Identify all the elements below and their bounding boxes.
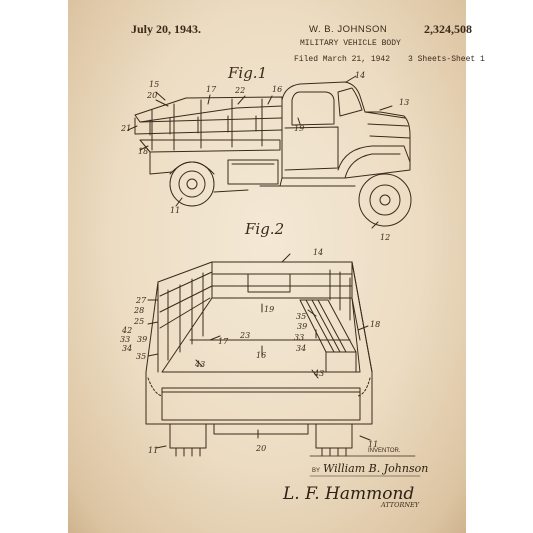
- fig2-ref: 23: [240, 331, 251, 340]
- fig2-bed-drawing: [145, 253, 373, 457]
- sheet-count: 3 Sheets-Sheet 1: [408, 55, 485, 64]
- fig2-ref: 16: [256, 351, 267, 360]
- fig2-ref: 25: [134, 317, 145, 326]
- fig2-ref: 20: [256, 444, 267, 453]
- fig2-ref: 34: [296, 344, 307, 353]
- fig2-ref: 33: [120, 335, 131, 344]
- fig1-ref: 22: [235, 86, 246, 95]
- patent-drawings: [127, 75, 421, 477]
- fig1-ref: 17: [206, 85, 217, 94]
- fig1-label: Fig.1: [228, 64, 268, 82]
- fig1-ref: 13: [399, 98, 410, 107]
- fig2-ref: 35: [296, 312, 307, 321]
- fig1-ref: 19: [294, 124, 305, 133]
- attorney-signature: L. F. Hammond: [283, 484, 415, 504]
- inventor-signature: William B. Johnson: [323, 462, 429, 475]
- fig2-ref: 34: [122, 344, 133, 353]
- patent-subtitle: MILITARY VEHICLE BODY: [300, 39, 401, 48]
- inventor-label: INVENTOR.: [368, 448, 401, 454]
- fig2-ref: 39: [137, 335, 148, 344]
- fig2-ref: 11: [148, 446, 159, 455]
- fig2-ref: 43: [314, 369, 325, 378]
- fig1-ref: 12: [380, 233, 391, 242]
- fig1-truck-drawing: [127, 75, 412, 229]
- fig2-ref: 11: [368, 440, 379, 449]
- fig1-ref: 21: [121, 124, 132, 133]
- fig1-ref: 15: [149, 80, 160, 89]
- by-label: BY: [312, 468, 321, 474]
- fig1-ref: 14: [355, 71, 366, 80]
- fig1-ref: 16: [272, 85, 283, 94]
- fig2-ref: 19: [264, 305, 275, 314]
- fig2-ref: 33: [294, 333, 305, 342]
- fig2-ref: 39: [297, 322, 308, 331]
- fig2-ref: 42: [122, 326, 133, 335]
- fig2-ref: 35: [136, 352, 147, 361]
- fig2-ref: 27: [136, 296, 147, 305]
- fig2-ref: 18: [370, 320, 381, 329]
- fig2-ref: 14: [313, 248, 324, 257]
- patent-date: July 20, 1943.: [131, 22, 202, 36]
- patent-number: 2,324,508: [424, 22, 472, 36]
- fig2-ref: 28: [134, 306, 145, 315]
- fig1-ref: 11: [170, 206, 181, 215]
- fig2-label: Fig.2: [245, 220, 285, 238]
- fig1-ref: 18: [138, 147, 149, 156]
- patent-sheet: July 20, 1943. W. B. JOHNSON 2,324,508 M…: [68, 0, 485, 533]
- fig2-ref: 17: [218, 337, 229, 346]
- inventor-header: W. B. JOHNSON: [309, 24, 388, 35]
- fig2-ref: 43: [195, 360, 206, 369]
- attorney-label: ATTORNEY: [381, 501, 420, 509]
- fig1-ref: 20: [147, 91, 158, 100]
- filed-date: Filed March 21, 1942: [294, 55, 391, 64]
